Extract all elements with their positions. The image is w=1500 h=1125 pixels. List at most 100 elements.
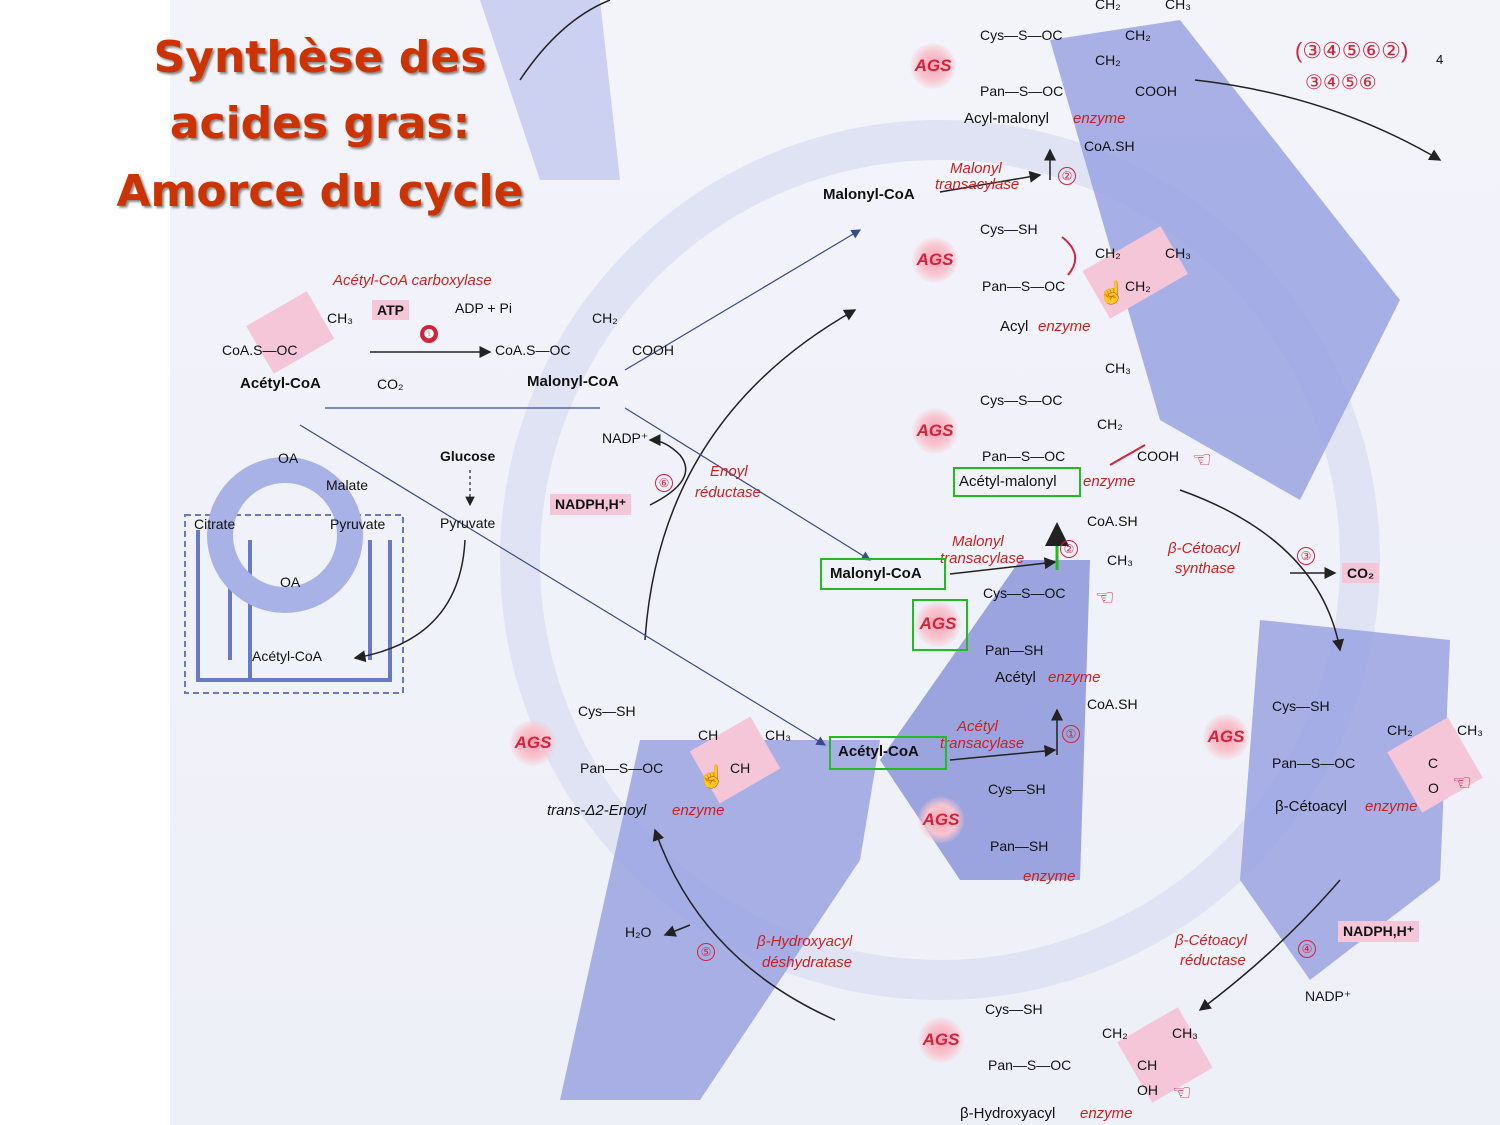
acyl-malonyl-to-product-arrow (1194, 79, 1442, 161)
cytosol-to-malonyl-line (624, 407, 872, 561)
big-arrow-top (1050, 20, 1400, 500)
synthase-arrow (1179, 489, 1345, 652)
enoyl-cys: Cys—SH (578, 703, 636, 719)
acyl-ch2b: CH₂ (1125, 278, 1151, 294)
co2-left-label: CO₂ (377, 376, 404, 392)
ags-free: AGS (918, 797, 964, 843)
dehydratase-1: β-Hydroxyacyl (757, 933, 853, 950)
hydroxyacyl-cys: Cys—SH (985, 1001, 1043, 1017)
acyl-pan: Pan—S—OC (982, 278, 1066, 294)
highlight-acetylcoa (829, 736, 947, 770)
ags-acetylmalonyl: AGS (912, 408, 958, 454)
ketoacyl-diamond (1387, 717, 1483, 813)
stoichiometry-sub: 4 (1436, 52, 1444, 67)
acetylmalonyl-ch3: CH₃ (1105, 360, 1131, 376)
enoyl-reductase-label-2: réductase (695, 484, 761, 501)
acetylcoa-name: Acétyl-CoA (240, 375, 321, 392)
nadph-loop (648, 434, 687, 506)
enoyl-ch2: CH (730, 760, 751, 776)
acylmalonyl-cooh: COOH (1135, 83, 1177, 99)
acetyl-enzyme-name: Acétyl (995, 669, 1036, 686)
malate-label: Malate (326, 477, 369, 493)
acetyl-transacylase-2: transacylase (940, 735, 1025, 752)
acyl-diamond (1082, 226, 1188, 319)
malonyl-top-diag (624, 229, 862, 371)
oa-bottom-label: OA (280, 574, 301, 590)
acylmalonyl-ch2a: CH₂ (1095, 0, 1121, 12)
acetylcoa-formula: CoA.S—OC (222, 342, 298, 358)
acetyl-cys: Cys—S—OC (983, 585, 1066, 601)
step-1-mid-badge: ① (1062, 725, 1080, 743)
ketoacyl-reductase-1: β-Cétoacyl (1175, 932, 1247, 949)
free-enzyme-label: enzyme (1023, 868, 1076, 885)
acylmalonyl-ch3: CH₃ (1165, 0, 1191, 12)
pointing-hand-icon: ☝ (1098, 280, 1126, 305)
pointing-hand-icon: ☜ (1192, 447, 1212, 472)
malonyl-top-arrow (939, 170, 1042, 193)
ketoacyl-o: O (1428, 780, 1439, 796)
ketoacyl-reductase-2: réductase (1180, 952, 1246, 969)
step-2-top-badge: ② (1058, 167, 1076, 185)
glucose-label: Glucose (440, 448, 496, 464)
ketoacyl-ch3: CH₃ (1457, 722, 1483, 738)
acyl-name: Acyl (1000, 318, 1029, 335)
mitochondrion-box (184, 514, 404, 694)
ketoacyl-enzyme-label: enzyme (1365, 798, 1418, 815)
outer-cycle-ring (500, 120, 1380, 1000)
malonyl-mid-arrow (949, 557, 1057, 575)
stoichiometry-bottom: ③④⑤⑥ (1305, 72, 1377, 94)
h2o-label: H₂O (625, 924, 652, 940)
atp-label: ATP (372, 300, 409, 320)
highlight-malonylcoa (820, 558, 946, 590)
oa-top-label: OA (278, 450, 299, 466)
acyl-ch2a: CH₂ (1095, 245, 1121, 261)
enoyl-reductase-label-1: Enoyl (710, 463, 748, 480)
malonylcoa-formula: CoA.S—OC (495, 342, 571, 358)
acyl-transfer-red-arrow (1061, 236, 1077, 276)
acetylmalonyl-cys: Cys—S—OC (980, 392, 1063, 408)
acyl-cys: Cys—SH (980, 221, 1038, 237)
acetylcoa-mito-label: Acétyl-CoA (252, 648, 323, 664)
acetylcoa-mid-label: Acétyl-CoA (838, 743, 919, 760)
dehydratase-2: déshydratase (762, 954, 853, 971)
coash-low-label: CoA.SH (1087, 696, 1138, 712)
acylmalonyl-cys: Cys—S—OC (980, 27, 1063, 43)
acetyl-mid-arrow (949, 745, 1057, 761)
enoyl-name: trans-Δ2-Enoyl (547, 802, 647, 819)
step-4-badge: ④ (1298, 940, 1316, 958)
step-6-badge: ⑥ (655, 474, 673, 492)
acetyl-ch3: CH₃ (1107, 552, 1133, 568)
acyl-ch3: CH₃ (1165, 245, 1191, 261)
pyruvate-label: Pyruvate (440, 515, 496, 531)
stoichiometry-top: (③④⑤⑥②) (1295, 38, 1409, 63)
acylmalonyl-ch2b: CH₂ (1125, 27, 1151, 43)
h2o-arrow (663, 924, 691, 937)
malonyl-transacylase-top-2: transacylase (935, 176, 1020, 193)
acetyl-transacylase-1: Acétyl (957, 718, 998, 735)
ketoacyl-cys: Cys—SH (1272, 698, 1330, 714)
acylmalonyl-enzyme: enzyme (1073, 110, 1126, 127)
acetylmalonyl-name: Acétyl-malonyl (959, 473, 1057, 490)
enoyl-ch1: CH (698, 727, 719, 743)
ags-acyl: AGS (912, 237, 958, 283)
malonylcoa-name: Malonyl-CoA (527, 373, 619, 390)
hydroxyacyl-pan: Pan—S—OC (988, 1057, 1072, 1073)
step-5-badge: ⑤ (697, 943, 715, 961)
ags-ketoacyl: AGS (1203, 714, 1249, 760)
acylmalonyl-name: Acyl-malonyl (964, 110, 1050, 127)
hydroxyacyl-ch2: CH₂ (1102, 1025, 1128, 1041)
enoyl-enzyme-label: enzyme (672, 802, 725, 819)
step-3-badge: ③ (1297, 547, 1315, 565)
hydroxyacyl-ch3: CH₃ (1172, 1025, 1198, 1041)
citrate-label: Citrate (194, 516, 236, 532)
tca-cycle (207, 457, 363, 613)
step-2-mid-badge: ② (1060, 540, 1078, 558)
malonyl-transacylase-top-1: Malonyl (950, 160, 1002, 177)
malonyl-transacylase-mid-1: Malonyl (952, 533, 1004, 550)
title-line-3: Amorce du cycle (116, 166, 524, 217)
malonylcoa-top-label: Malonyl-CoA (823, 186, 915, 203)
acetylmalonyl-enzyme: enzyme (1083, 473, 1136, 490)
pointing-hand-icon: ☜ (1452, 770, 1472, 795)
